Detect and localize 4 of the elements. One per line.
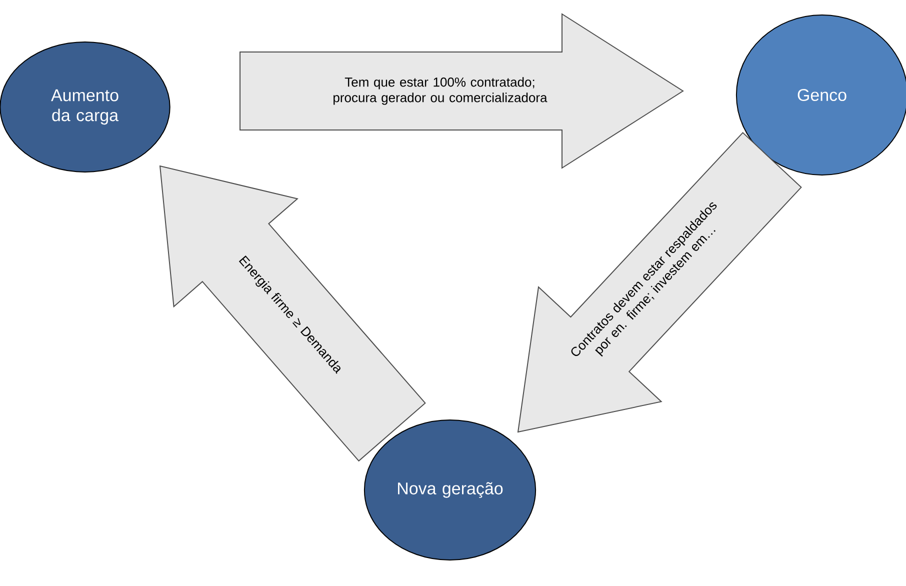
block-arrow <box>240 13 684 169</box>
edge-label: Tem que estar 100% contratado; procura gerador ou comercializadora <box>334 77 548 105</box>
circle-node: Genco <box>736 14 906 176</box>
circle-node: Nova geração <box>364 420 536 560</box>
